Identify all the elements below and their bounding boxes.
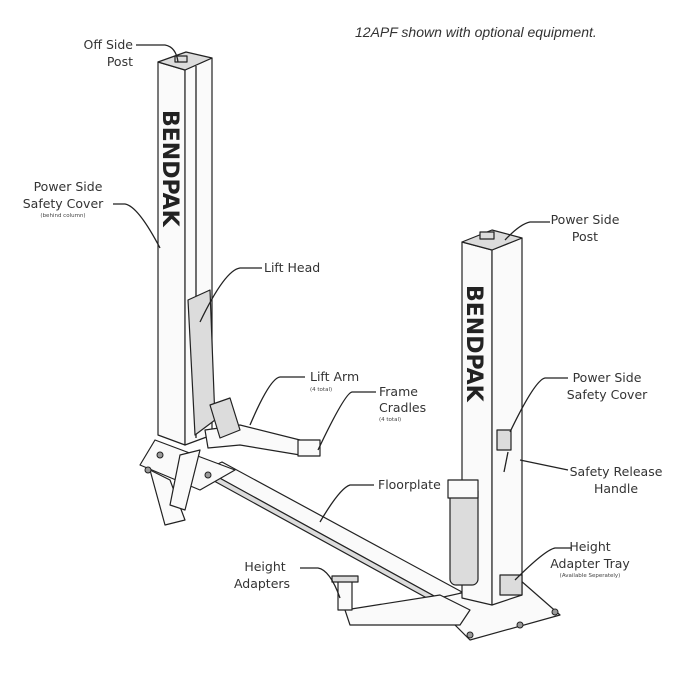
svg-text:Safety Cover: Safety Cover bbox=[567, 387, 648, 402]
label-power-side-safety-cover: Power Side Safety Cover bbox=[567, 370, 648, 402]
power-side-safety-cover bbox=[496, 429, 512, 451]
lift-arm-left bbox=[169, 397, 321, 511]
label-lift-head: Lift Head bbox=[264, 260, 320, 275]
svg-text:Safety Release: Safety Release bbox=[570, 464, 663, 479]
label-power-side-safety-cover-left: Power Side Safety Cover (behind column) bbox=[23, 179, 104, 219]
off-side-post: BENDPAK bbox=[139, 51, 236, 526]
svg-text:Handle: Handle bbox=[594, 481, 638, 496]
svg-text:Power Side: Power Side bbox=[34, 179, 103, 194]
svg-text:Cradles: Cradles bbox=[379, 400, 426, 415]
svg-text:(4 total): (4 total) bbox=[379, 417, 401, 423]
height-adapter bbox=[337, 579, 353, 611]
leader-off-side-post bbox=[136, 44, 179, 63]
svg-text:Adapters: Adapters bbox=[234, 576, 290, 591]
leader-height-adapters bbox=[300, 567, 341, 599]
caption: 12APF shown with optional equipment. bbox=[355, 24, 597, 40]
label-height-adapters: Height Adapters bbox=[234, 559, 290, 591]
leader-power-side-safety-cover-left bbox=[113, 203, 161, 249]
svg-text:Height: Height bbox=[569, 539, 610, 554]
svg-text:Lift Arm: Lift Arm bbox=[310, 369, 359, 384]
label-safety-release-handle: Safety Release Handle bbox=[570, 464, 663, 496]
label-height-adapter-tray: Height Adapter Tray (Available Seperatel… bbox=[550, 539, 630, 579]
svg-text:Adapter Tray: Adapter Tray bbox=[550, 556, 630, 571]
leader-floorplate bbox=[319, 484, 374, 523]
power-side-post-brand: BENDPAK bbox=[461, 285, 486, 403]
svg-text:Post: Post bbox=[572, 229, 598, 244]
svg-text:Height: Height bbox=[244, 559, 285, 574]
svg-text:Post: Post bbox=[107, 54, 133, 69]
lift-arm-right bbox=[331, 575, 471, 626]
svg-text:Frame: Frame bbox=[379, 384, 418, 399]
power-side-post: BENDPAK bbox=[429, 229, 561, 641]
off-side-post-brand: BENDPAK bbox=[157, 110, 182, 228]
safety-release-handle bbox=[503, 451, 509, 473]
svg-text:Safety Cover: Safety Cover bbox=[23, 196, 104, 211]
label-off-side-post: Off Side Post bbox=[84, 37, 134, 69]
svg-text:(Available Seperately): (Available Seperately) bbox=[560, 573, 621, 579]
svg-text:Power Side: Power Side bbox=[551, 212, 620, 227]
svg-text:Off Side: Off Side bbox=[84, 37, 134, 52]
svg-text:(4 total): (4 total) bbox=[310, 387, 332, 393]
leader-power-side-post bbox=[504, 221, 550, 241]
svg-text:(behind column): (behind column) bbox=[40, 213, 85, 219]
leader-safety-release-handle bbox=[519, 459, 569, 471]
leader-lift-arm bbox=[249, 376, 305, 426]
label-floorplate: Floorplate bbox=[378, 477, 441, 492]
height-adapter-tray bbox=[499, 574, 523, 596]
leader-power-side-safety-cover bbox=[509, 377, 568, 433]
svg-text:Power Side: Power Side bbox=[573, 370, 642, 385]
label-lift-arm: Lift Arm (4 total) bbox=[310, 369, 359, 393]
label-power-side-post: Power Side Post bbox=[551, 212, 620, 244]
label-frame-cradles: Frame Cradles (4 total) bbox=[379, 384, 426, 423]
leader-lift-head bbox=[199, 267, 262, 323]
leader-frame-cradles bbox=[317, 391, 376, 451]
leader-height-adapter-tray bbox=[514, 547, 572, 581]
